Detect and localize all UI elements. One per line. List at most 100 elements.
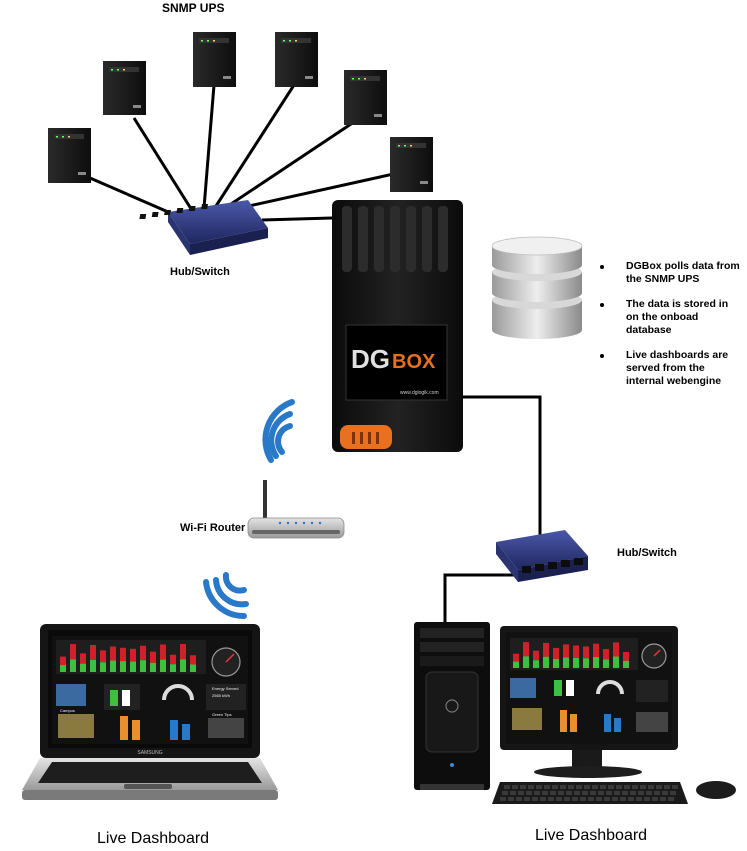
- keyboard-key: [550, 791, 556, 795]
- keyboard-key: [616, 785, 622, 789]
- mouse: [696, 781, 736, 799]
- keyboard-key: [654, 791, 660, 795]
- dashboard-bar-green: [160, 659, 166, 672]
- dashboard-bar-red: [70, 644, 76, 660]
- dashboard-bar-red: [90, 644, 96, 660]
- keyboard-key: [564, 797, 570, 801]
- keyboard-key: [580, 797, 586, 801]
- dashboard-bar-green: [523, 656, 529, 668]
- ups-unit: [103, 61, 146, 115]
- keyboard-key: [510, 791, 516, 795]
- keyboard-key: [664, 785, 670, 789]
- keyboard-key: [646, 791, 652, 795]
- dashboard-bar-green: [70, 659, 76, 672]
- dashboard-bar-red: [190, 655, 196, 665]
- keyboard-key: [668, 797, 674, 801]
- dashboard-bar-red: [150, 651, 156, 663]
- dashboard-bar-green: [593, 657, 599, 668]
- dashboard-bar-green: [90, 659, 96, 672]
- ups-unit: [193, 32, 236, 87]
- bullet-icon: [600, 265, 604, 269]
- keyboard-key: [532, 797, 538, 801]
- ups-cables: [89, 84, 399, 220]
- dashboard-bar-red: [110, 646, 116, 661]
- keyboard-key: [608, 785, 614, 789]
- dashboard-bar-green: [110, 660, 116, 672]
- wifi-signal-icon: [262, 399, 295, 463]
- dashboard-bar-red: [563, 644, 569, 658]
- keyboard-key: [508, 797, 514, 801]
- keyboard-key: [604, 797, 610, 801]
- keyboard-key: [614, 791, 620, 795]
- keyboard-key: [524, 797, 530, 801]
- dashboard-bar-red: [623, 651, 629, 661]
- ups-unit: [275, 32, 318, 87]
- laptop-energy-value: 2565 kWh: [212, 693, 230, 698]
- dashboard-bar-green: [543, 656, 549, 668]
- dashboard-bar-green: [623, 660, 629, 668]
- bullet-icon: [600, 303, 604, 307]
- wifi-router: [247, 480, 345, 539]
- laptop-campus: Campus: [60, 708, 75, 713]
- laptop-energy-served: Energy Served: [212, 686, 238, 691]
- dashboard-bar-green: [603, 659, 609, 668]
- snmp-ups-label: SNMP UPS: [162, 1, 225, 15]
- keyboard-key: [544, 785, 550, 789]
- keyboard-key: [670, 791, 676, 795]
- keyboard-key: [632, 785, 638, 789]
- keyboard-key: [600, 785, 606, 789]
- dashboard-bar-green: [613, 656, 619, 668]
- keyboard-key: [662, 791, 668, 795]
- note-text: The data is stored in on the onboad data…: [626, 298, 729, 336]
- keyboard-key: [548, 797, 554, 801]
- dashboard-bar-red: [573, 645, 579, 658]
- keyboard-key: [592, 785, 598, 789]
- keyboard-key: [504, 785, 510, 789]
- ups-unit: [48, 128, 91, 183]
- note-text: DGBox polls data from the SNMP UPS: [626, 260, 740, 285]
- keyboard-key: [568, 785, 574, 789]
- dashboard-bar-green: [60, 665, 66, 672]
- dashboard-bar-red: [160, 644, 166, 660]
- keyboard-key: [516, 797, 522, 801]
- keyboard-key: [500, 797, 506, 801]
- keyboard-key: [648, 785, 654, 789]
- dashboard-bar-red: [603, 649, 609, 660]
- keyboard-key: [652, 797, 658, 801]
- bullet-icon: [600, 354, 604, 358]
- keyboard-key: [620, 797, 626, 801]
- hub-switch-bottom-label: Hub/Switch: [617, 547, 677, 559]
- keyboard-key: [612, 797, 618, 801]
- keyboard-key: [566, 791, 572, 795]
- keyboard-key: [606, 791, 612, 795]
- hub-switch-top: [139, 200, 268, 255]
- dashboard-bar-red: [120, 647, 126, 662]
- keyboard-key: [622, 791, 628, 795]
- dashboard-bar-red: [60, 656, 66, 666]
- dashboard-bar-green: [573, 657, 579, 668]
- keyboard-key: [556, 797, 562, 801]
- laptop-brand: SAMSUNG: [137, 750, 162, 756]
- wifi-signal-icon: [203, 572, 249, 620]
- dashboard-bar-green: [130, 661, 136, 672]
- keyboard-key: [526, 791, 532, 795]
- keyboard-key: [598, 791, 604, 795]
- dashboard-bar-green: [140, 660, 146, 672]
- dgbox-device: [332, 200, 463, 452]
- note-item: Live dashboards are served from the inte…: [600, 349, 740, 388]
- note-text: Live dashboards are served from the inte…: [626, 349, 729, 387]
- keyboard-key: [638, 791, 644, 795]
- keyboard-key: [558, 791, 564, 795]
- cable-dgbox-to-switch: [462, 395, 542, 575]
- dashboard-bar-red: [100, 650, 106, 663]
- dashboard-bar-green: [190, 664, 196, 672]
- dashboard-bar-green: [150, 662, 156, 672]
- dashboard-bar-red: [170, 654, 176, 665]
- keyboard-key: [630, 791, 636, 795]
- notes-list: DGBox polls data from the SNMP UPS The d…: [600, 260, 740, 400]
- dashboard-bar-green: [583, 658, 589, 668]
- keyboard-key: [542, 791, 548, 795]
- dgbox-url: www.dglogik.com: [400, 390, 439, 396]
- dashboard-bar-red: [583, 646, 589, 659]
- keyboard-key: [518, 791, 524, 795]
